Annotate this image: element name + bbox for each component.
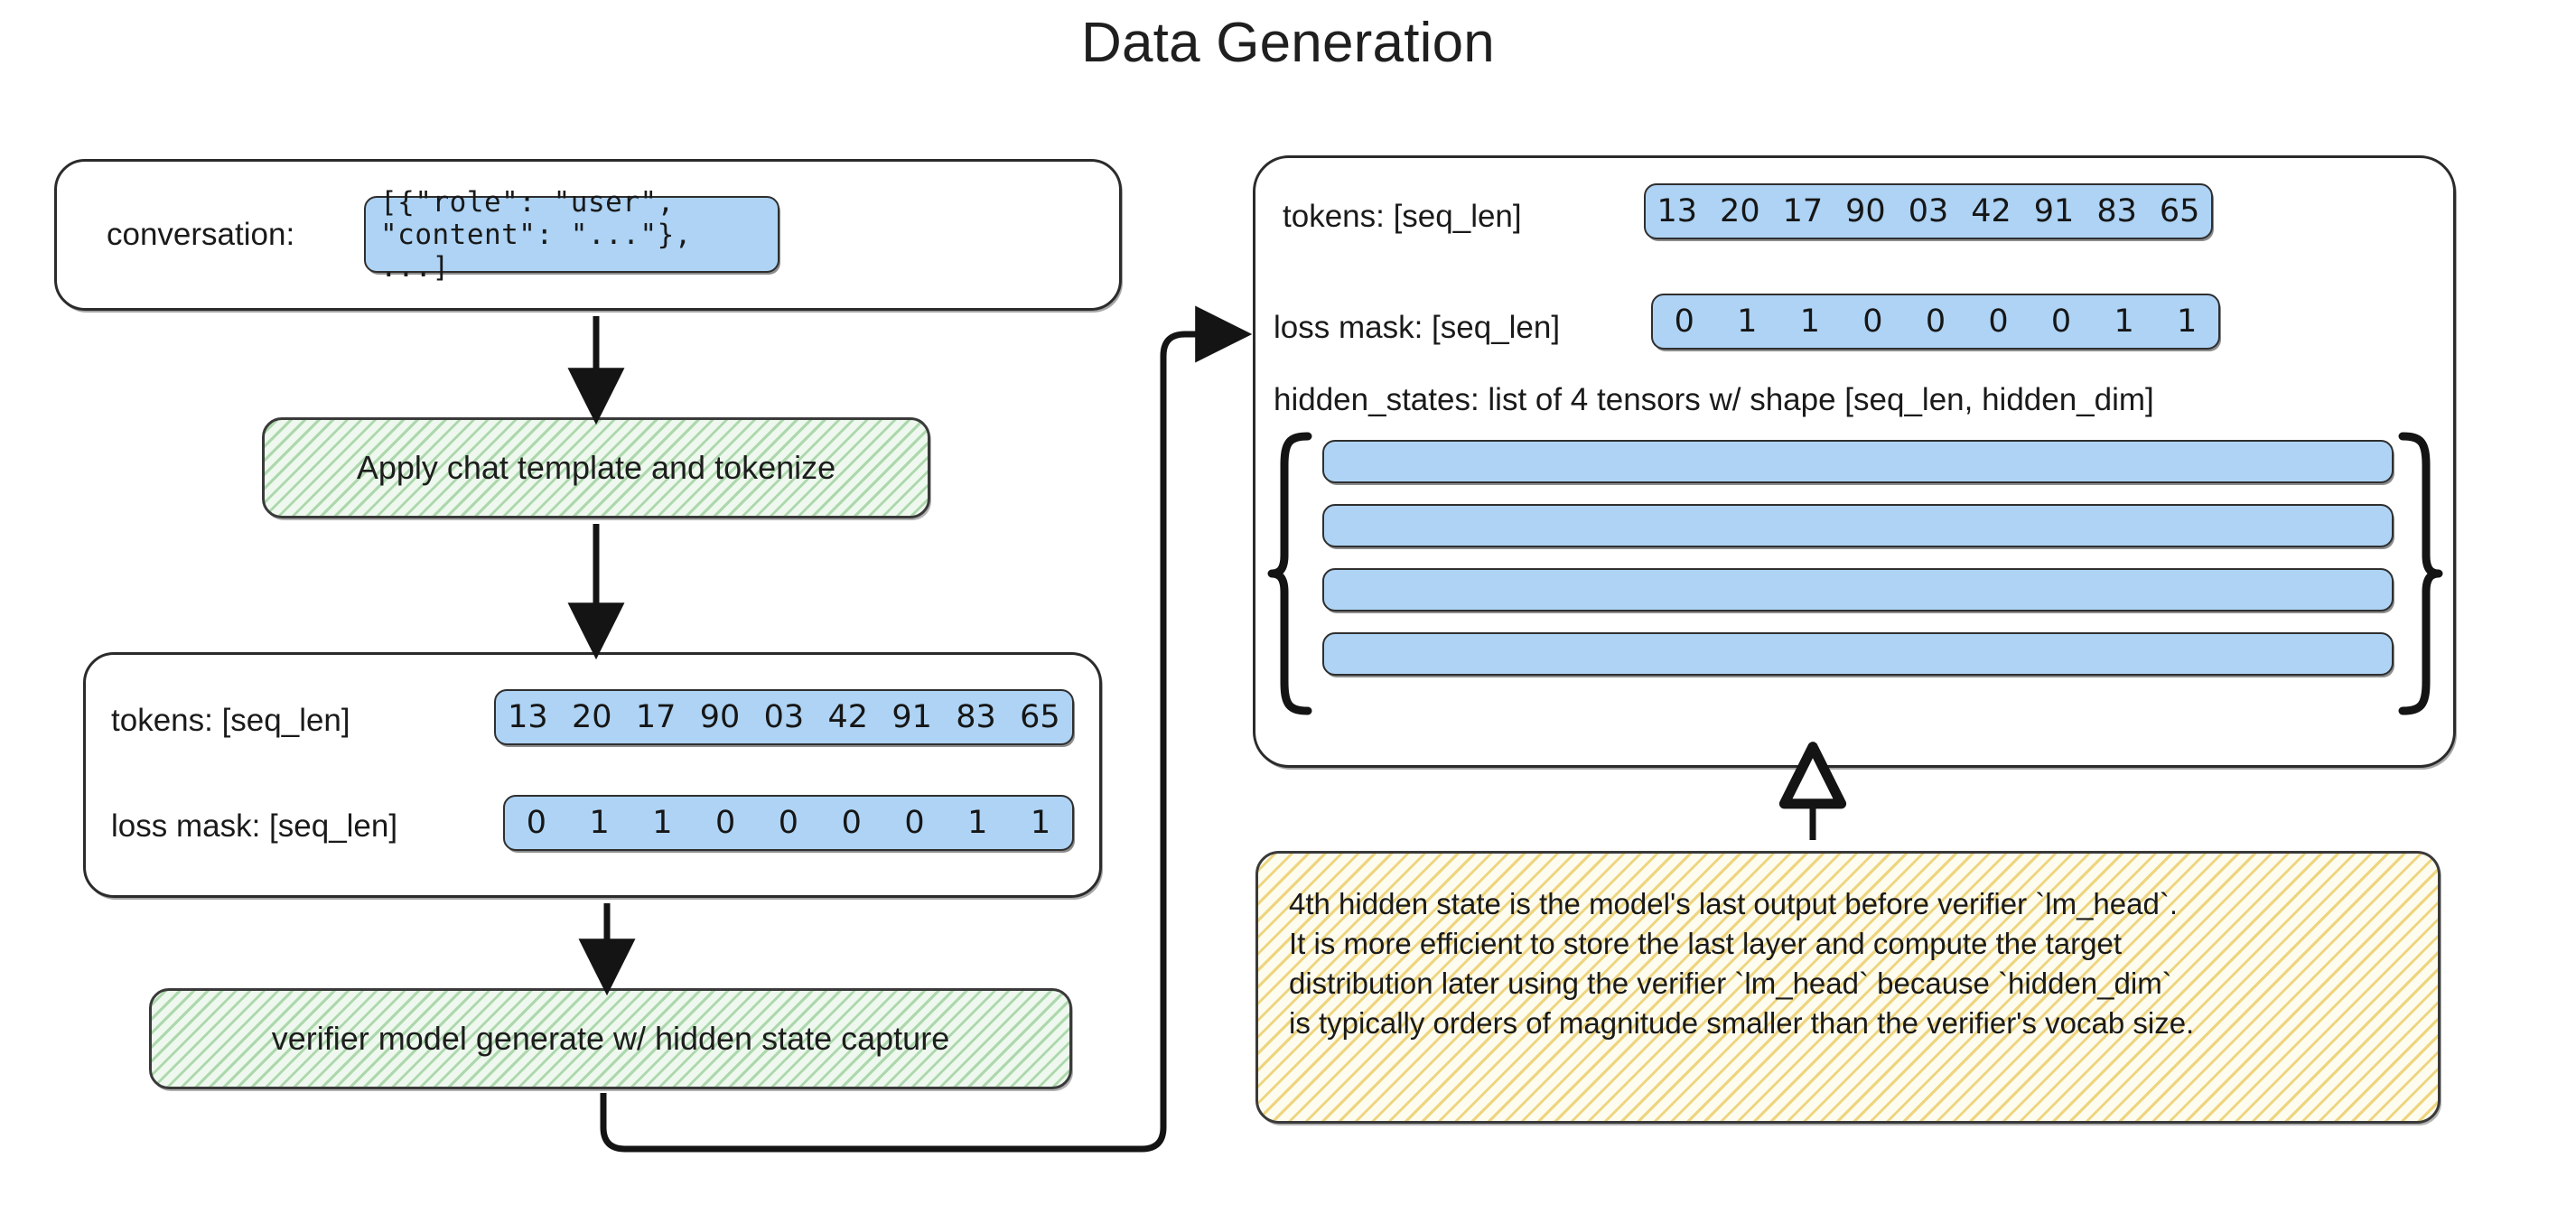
hidden-states-label: hidden_states: list of 4 tensors w/ shap… <box>1274 382 2154 417</box>
loss-mask-pill: 0 1 1 0 0 0 0 1 1 <box>503 795 1074 851</box>
token-cell: 91 <box>891 699 932 735</box>
loss-mask-cell: 1 <box>1799 304 1820 340</box>
note-line: is typically orders of magnitude smaller… <box>1289 1006 2195 1040</box>
loss-mask-cell: 1 <box>589 805 610 841</box>
token-cell: 17 <box>1782 193 1824 229</box>
note-line: It is more efficient to store the last l… <box>1289 927 2123 960</box>
token-cell: 83 <box>2096 193 2137 229</box>
tokens-label: tokens: [seq_len] <box>111 703 350 738</box>
loss-mask-cell: 0 <box>1862 304 1883 340</box>
page-title: Data Generation <box>1081 12 1495 74</box>
token-cell: 20 <box>1720 193 1760 229</box>
token-cell: 65 <box>1020 699 1060 735</box>
token-cell: 17 <box>635 699 677 735</box>
token-cell: 20 <box>572 699 612 735</box>
hidden-state-tensor-bar <box>1322 440 2394 483</box>
token-cell: 90 <box>1845 193 1886 229</box>
output-tokens-pill: 13 20 17 90 03 42 91 83 65 <box>1644 183 2213 239</box>
token-cell: 13 <box>508 699 548 735</box>
loss-mask-cell: 0 <box>526 805 547 841</box>
tokens-pill: 13 20 17 90 03 42 91 83 65 <box>494 689 1074 745</box>
output-loss-mask-label: loss mask: [seq_len] <box>1274 310 1561 345</box>
loss-mask-cell: 0 <box>1925 304 1946 340</box>
conversation-value-pill: [{"role": "user", "content": "..."}, ...… <box>364 186 779 284</box>
loss-mask-cell: 0 <box>1674 304 1694 340</box>
process-verifier-generate-label: verifier model generate w/ hidden state … <box>271 1020 950 1057</box>
loss-mask-cell: 1 <box>2114 304 2134 340</box>
tokens-loss-mask-box: tokens: [seq_len] 13 20 17 90 03 42 91 83 65 los… <box>83 652 1102 898</box>
token-cell: 91 <box>2033 193 2075 229</box>
loss-mask-cell: 0 <box>778 805 799 841</box>
hidden-state-tensor-bar <box>1322 568 2394 612</box>
tensor-list-bracket-right <box>2398 432 2443 715</box>
loss-mask-cell: 1 <box>967 805 988 841</box>
token-cell: 42 <box>1971 193 2011 229</box>
token-cell: 83 <box>956 699 996 735</box>
token-cell: 42 <box>827 699 869 735</box>
note-line: 4th hidden state is the model's last out… <box>1289 887 2179 920</box>
loss-mask-cell: 1 <box>1030 805 1051 841</box>
explanatory-note: 4th hidden state is the model's last out… <box>1255 851 2441 1124</box>
token-cell: 90 <box>699 699 741 735</box>
hidden-state-tensor-bar <box>1322 632 2394 676</box>
loss-mask-cell: 1 <box>1737 304 1758 340</box>
loss-mask-label: loss mask: [seq_len] <box>111 808 398 844</box>
token-cell: 03 <box>763 699 805 735</box>
loss-mask-cell: 0 <box>904 805 925 841</box>
token-cell: 03 <box>1908 193 1949 229</box>
process-apply-chat-template: Apply chat template and tokenize <box>262 417 930 518</box>
hidden-state-tensor-bar <box>1322 504 2394 547</box>
process-verifier-generate: verifier model generate w/ hidden state … <box>149 988 1072 1089</box>
loss-mask-cell: 0 <box>841 805 862 841</box>
note-line: distribution later using the verifier `l… <box>1289 967 2172 1000</box>
loss-mask-cell: 1 <box>652 805 673 841</box>
conversation-box: conversation: [{"role": "user", "content… <box>54 159 1122 311</box>
process-apply-chat-template-label: Apply chat template and tokenize <box>356 449 836 486</box>
loss-mask-cell: 0 <box>715 805 736 841</box>
output-record-panel: tokens: [seq_len] 13 20 17 90 03 42 91 83 65 los… <box>1253 155 2456 768</box>
note-text: 4th hidden state is the model's last out… <box>1289 884 2407 1043</box>
loss-mask-cell: 0 <box>2050 304 2072 340</box>
token-cell: 13 <box>1657 193 1698 229</box>
token-cell: 65 <box>2159 193 2200 229</box>
loss-mask-cell: 0 <box>1988 304 2009 340</box>
output-tokens-label: tokens: [seq_len] <box>1283 199 1522 234</box>
loss-mask-cell: 1 <box>2177 304 2198 340</box>
output-loss-mask-pill: 0 1 1 0 0 0 0 1 1 <box>1651 294 2220 350</box>
conversation-value: [{"role": "user", "content": "..."}, ...… <box>380 185 692 284</box>
tensor-list-bracket-left <box>1267 432 1312 715</box>
conversation-label: conversation: <box>107 217 295 252</box>
